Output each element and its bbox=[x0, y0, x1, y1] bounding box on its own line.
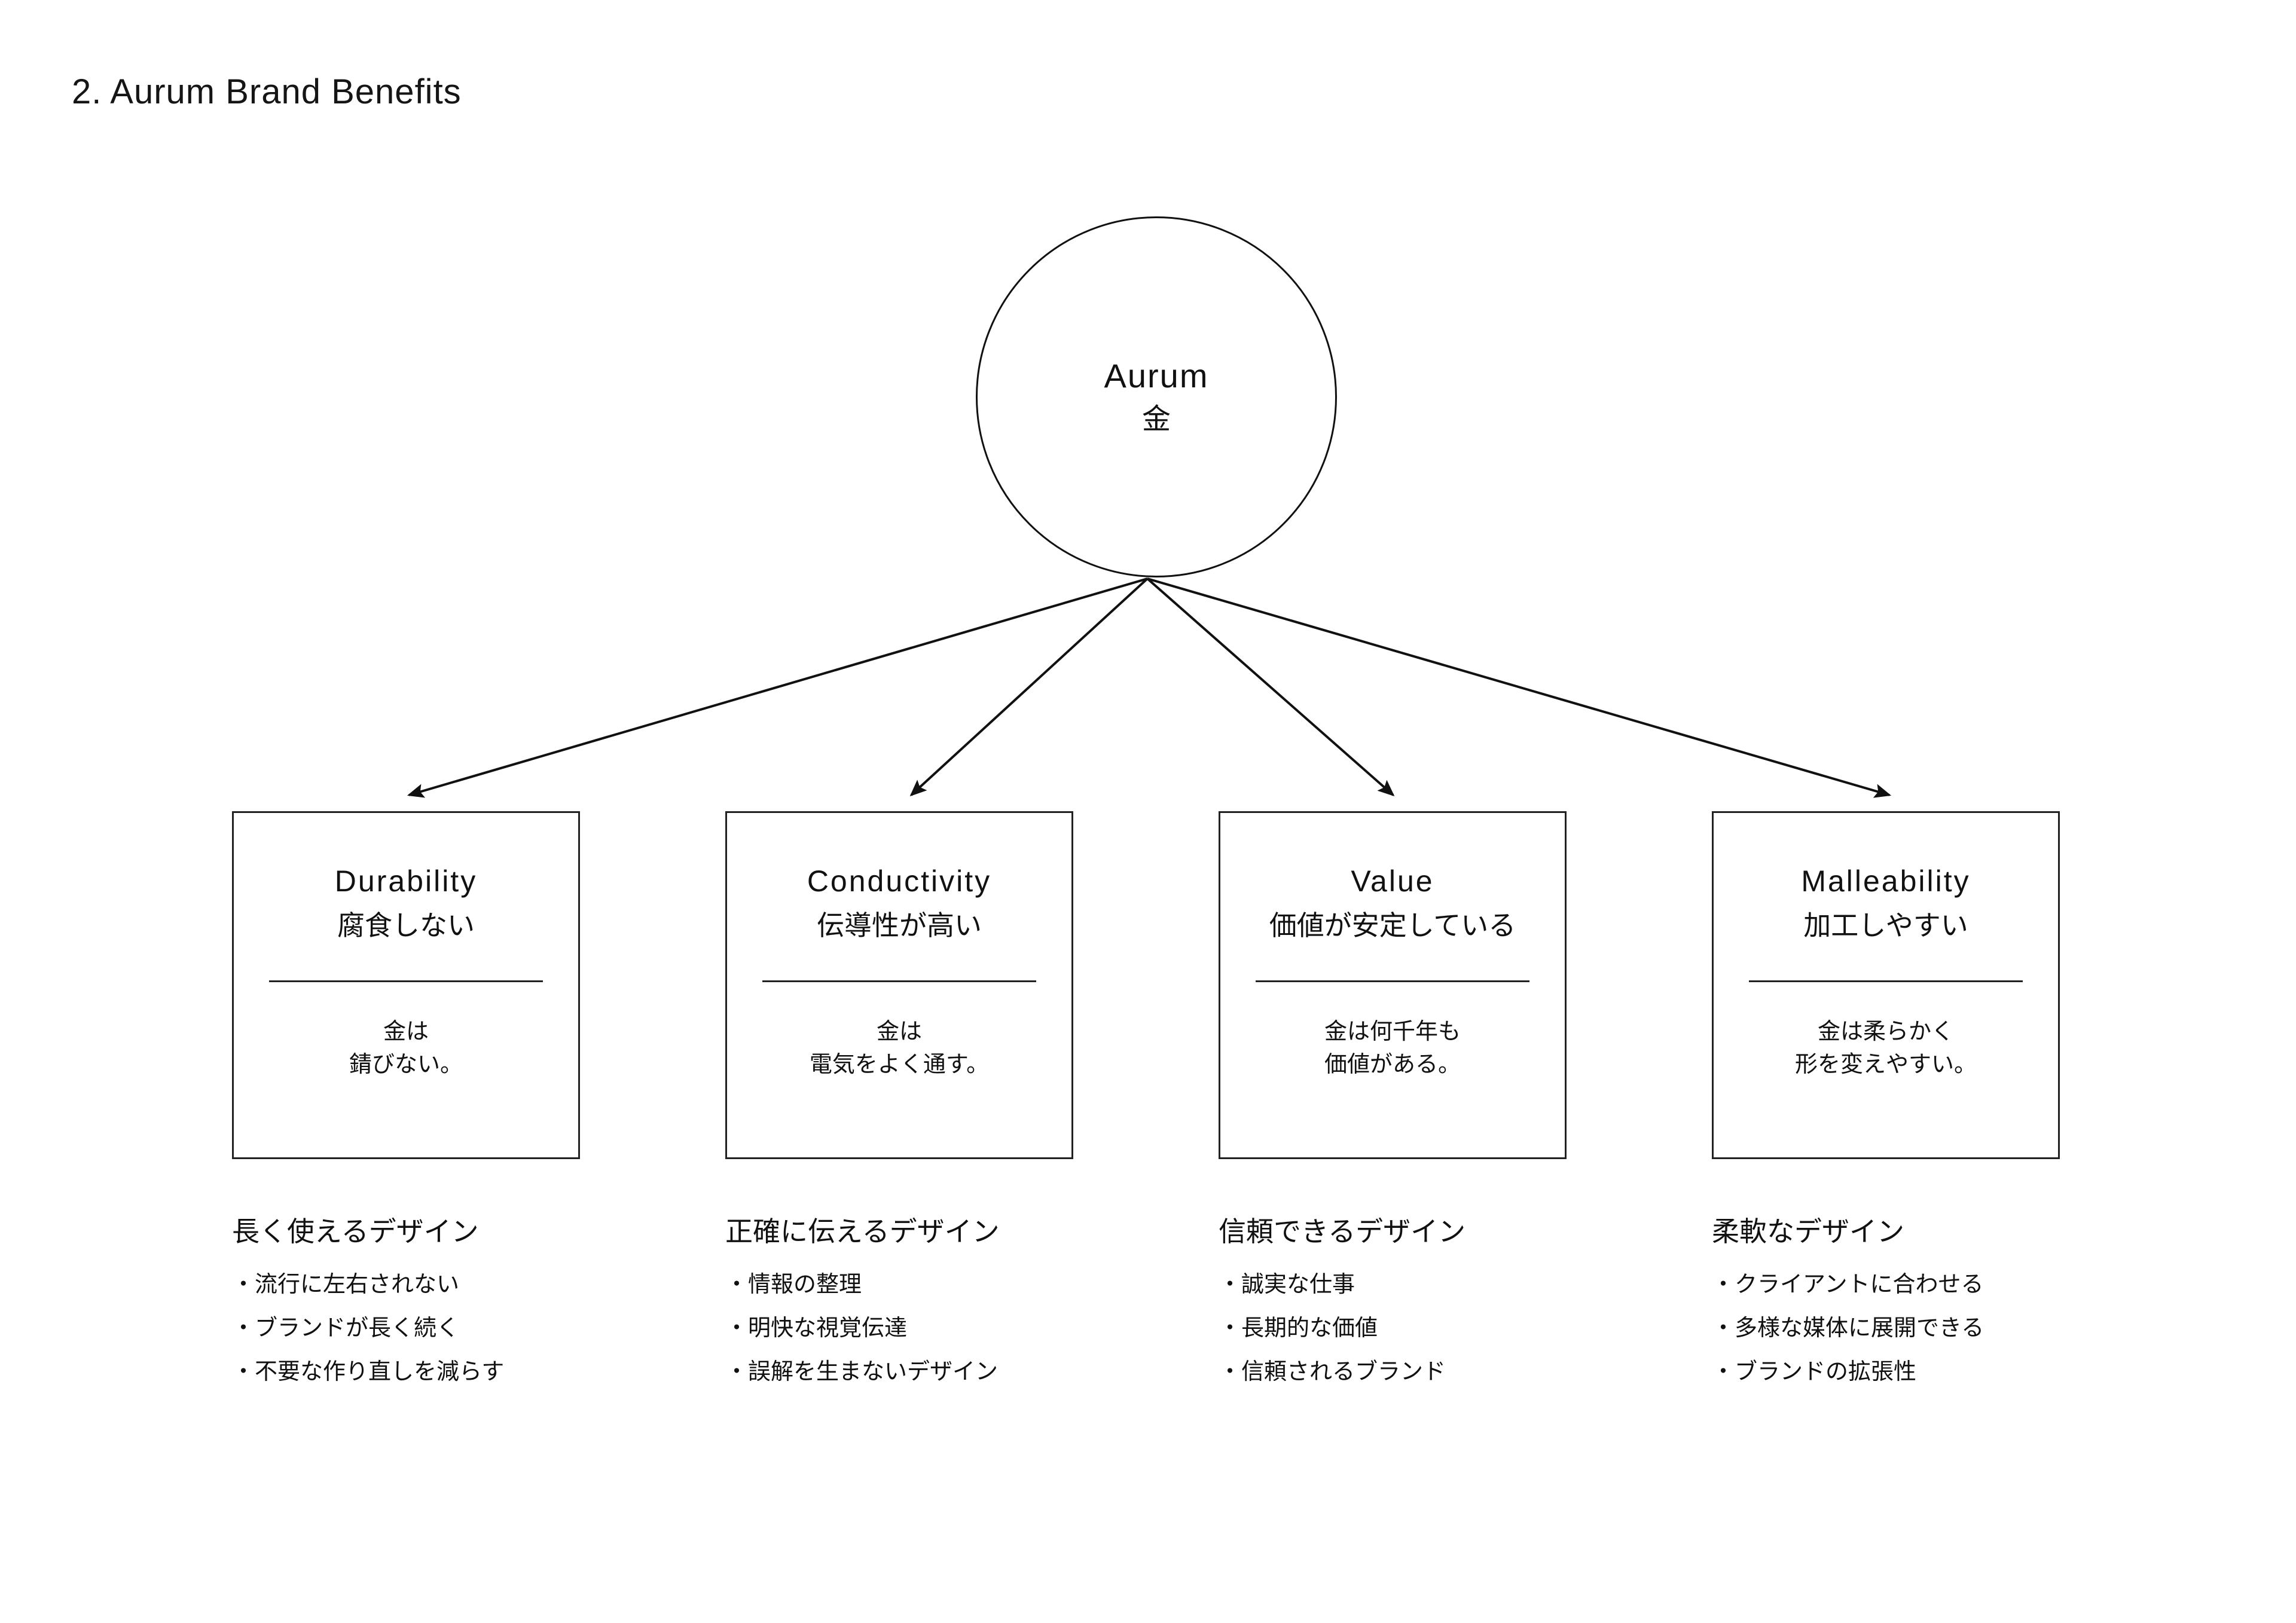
caption-list-item: ・不要な作り直しを減らす bbox=[232, 1359, 505, 1385]
benefit-divider bbox=[762, 980, 1036, 982]
arrow-to-value bbox=[1146, 577, 1395, 797]
caption-list-item: ・信頼されるブランド bbox=[1219, 1359, 1446, 1385]
caption-list-item: ・多様な媒体に展開できる bbox=[1712, 1316, 1984, 1341]
page-title: 2. Aurum Brand Benefits bbox=[72, 72, 462, 111]
benefit-title-jp: 加工しやすい bbox=[1803, 910, 1968, 941]
benefit-detail-line-1: 金は bbox=[876, 1019, 922, 1044]
benefit-title-jp: 伝導性が高い bbox=[817, 910, 982, 941]
caption-list: ・情報の整理 ・明快な視覚伝達 ・誤解を生まないデザイン bbox=[725, 1273, 1108, 1383]
benefit-box-conductivity: Conductivity 伝導性が高い 金は 電気をよく通す。 bbox=[725, 811, 1073, 1159]
benefit-title-en: Value bbox=[1351, 864, 1434, 898]
center-node-title-en: Aurum bbox=[1104, 356, 1209, 395]
caption-list-item: ・長期的な価値 bbox=[1219, 1316, 1378, 1341]
benefit-detail-line-1: 金は柔らかく bbox=[1817, 1019, 1954, 1044]
caption-list: ・流行に左右されない ・ブランドが長く続く ・不要な作り直しを減らす bbox=[232, 1273, 615, 1383]
benefit-box-durability: Durability 腐食しない 金は 錆びない。 bbox=[232, 811, 580, 1159]
caption-heading: 長く使えるデザイン bbox=[232, 1216, 479, 1247]
caption-list-item: ・誠実な仕事 bbox=[1219, 1272, 1355, 1298]
caption-heading: 信頼できるデザイン bbox=[1219, 1216, 1466, 1247]
benefit-detail-line-2: 錆びない。 bbox=[349, 1052, 463, 1077]
caption-list-item: ・流行に左右されない bbox=[232, 1272, 460, 1298]
caption-column-malleability: 柔軟なデザイン ・クライアントに合わせる ・多様な媒体に展開できる ・ブランドの… bbox=[1712, 1215, 2095, 1383]
benefit-detail-line-2: 電気をよく通す。 bbox=[809, 1052, 990, 1077]
benefit-detail-line-1: 金は bbox=[383, 1019, 429, 1044]
benefit-title-en: Conductivity bbox=[807, 864, 992, 898]
arrow-to-conductivity bbox=[909, 577, 1149, 797]
benefit-box-malleability: Malleability 加工しやすい 金は柔らかく 形を変えやすい。 bbox=[1712, 811, 2060, 1159]
caption-list-item: ・誤解を生まないデザイン bbox=[725, 1359, 999, 1385]
benefit-detail-line-2: 価値がある。 bbox=[1324, 1052, 1461, 1077]
benefit-divider bbox=[1256, 980, 1529, 982]
caption-column-value: 信頼できるデザイン ・誠実な仕事 ・長期的な価値 ・信頼されるブランド bbox=[1219, 1215, 1601, 1383]
benefit-box-value: Value 価値が安定している 金は何千年も 価値がある。 bbox=[1219, 811, 1567, 1159]
benefit-detail-line-1: 金は何千年も bbox=[1324, 1019, 1461, 1044]
arrow-to-durability bbox=[407, 577, 1148, 798]
benefit-divider bbox=[269, 980, 543, 982]
caption-list-item: ・ブランドが長く続く bbox=[232, 1316, 460, 1341]
caption-column-conductivity: 正確に伝えるデザイン ・情報の整理 ・明快な視覚伝達 ・誤解を生まないデザイン bbox=[725, 1215, 1108, 1383]
caption-heading: 柔軟なデザイン bbox=[1712, 1216, 1904, 1247]
benefit-detail-line-2: 形を変えやすい。 bbox=[1794, 1052, 1977, 1077]
caption-list-item: ・情報の整理 bbox=[725, 1272, 862, 1298]
caption-list-item: ・ブランドの拡張性 bbox=[1712, 1359, 1917, 1385]
caption-list-item: ・明快な視覚伝達 bbox=[725, 1316, 908, 1341]
center-node-title-jp: 金 bbox=[1141, 403, 1171, 435]
benefit-title-jp: 腐食しない bbox=[337, 910, 475, 941]
caption-list: ・誠実な仕事 ・長期的な価値 ・信頼されるブランド bbox=[1219, 1273, 1601, 1383]
benefit-title-jp: 価値が安定している bbox=[1269, 910, 1516, 941]
caption-list-item: ・クライアントに合わせる bbox=[1712, 1272, 1984, 1298]
benefit-divider bbox=[1749, 980, 2023, 982]
caption-list: ・クライアントに合わせる ・多様な媒体に展開できる ・ブランドの拡張性 bbox=[1712, 1273, 2095, 1383]
benefit-title-en: Malleability bbox=[1801, 864, 1971, 898]
caption-heading: 正確に伝えるデザイン bbox=[725, 1216, 1000, 1247]
arrow-to-malleability bbox=[1147, 577, 1892, 798]
caption-column-durability: 長く使えるデザイン ・流行に左右されない ・ブランドが長く続く ・不要な作り直し… bbox=[232, 1215, 615, 1383]
center-node-aurum: Aurum 金 bbox=[976, 216, 1337, 577]
benefit-title-en: Durability bbox=[334, 864, 478, 898]
